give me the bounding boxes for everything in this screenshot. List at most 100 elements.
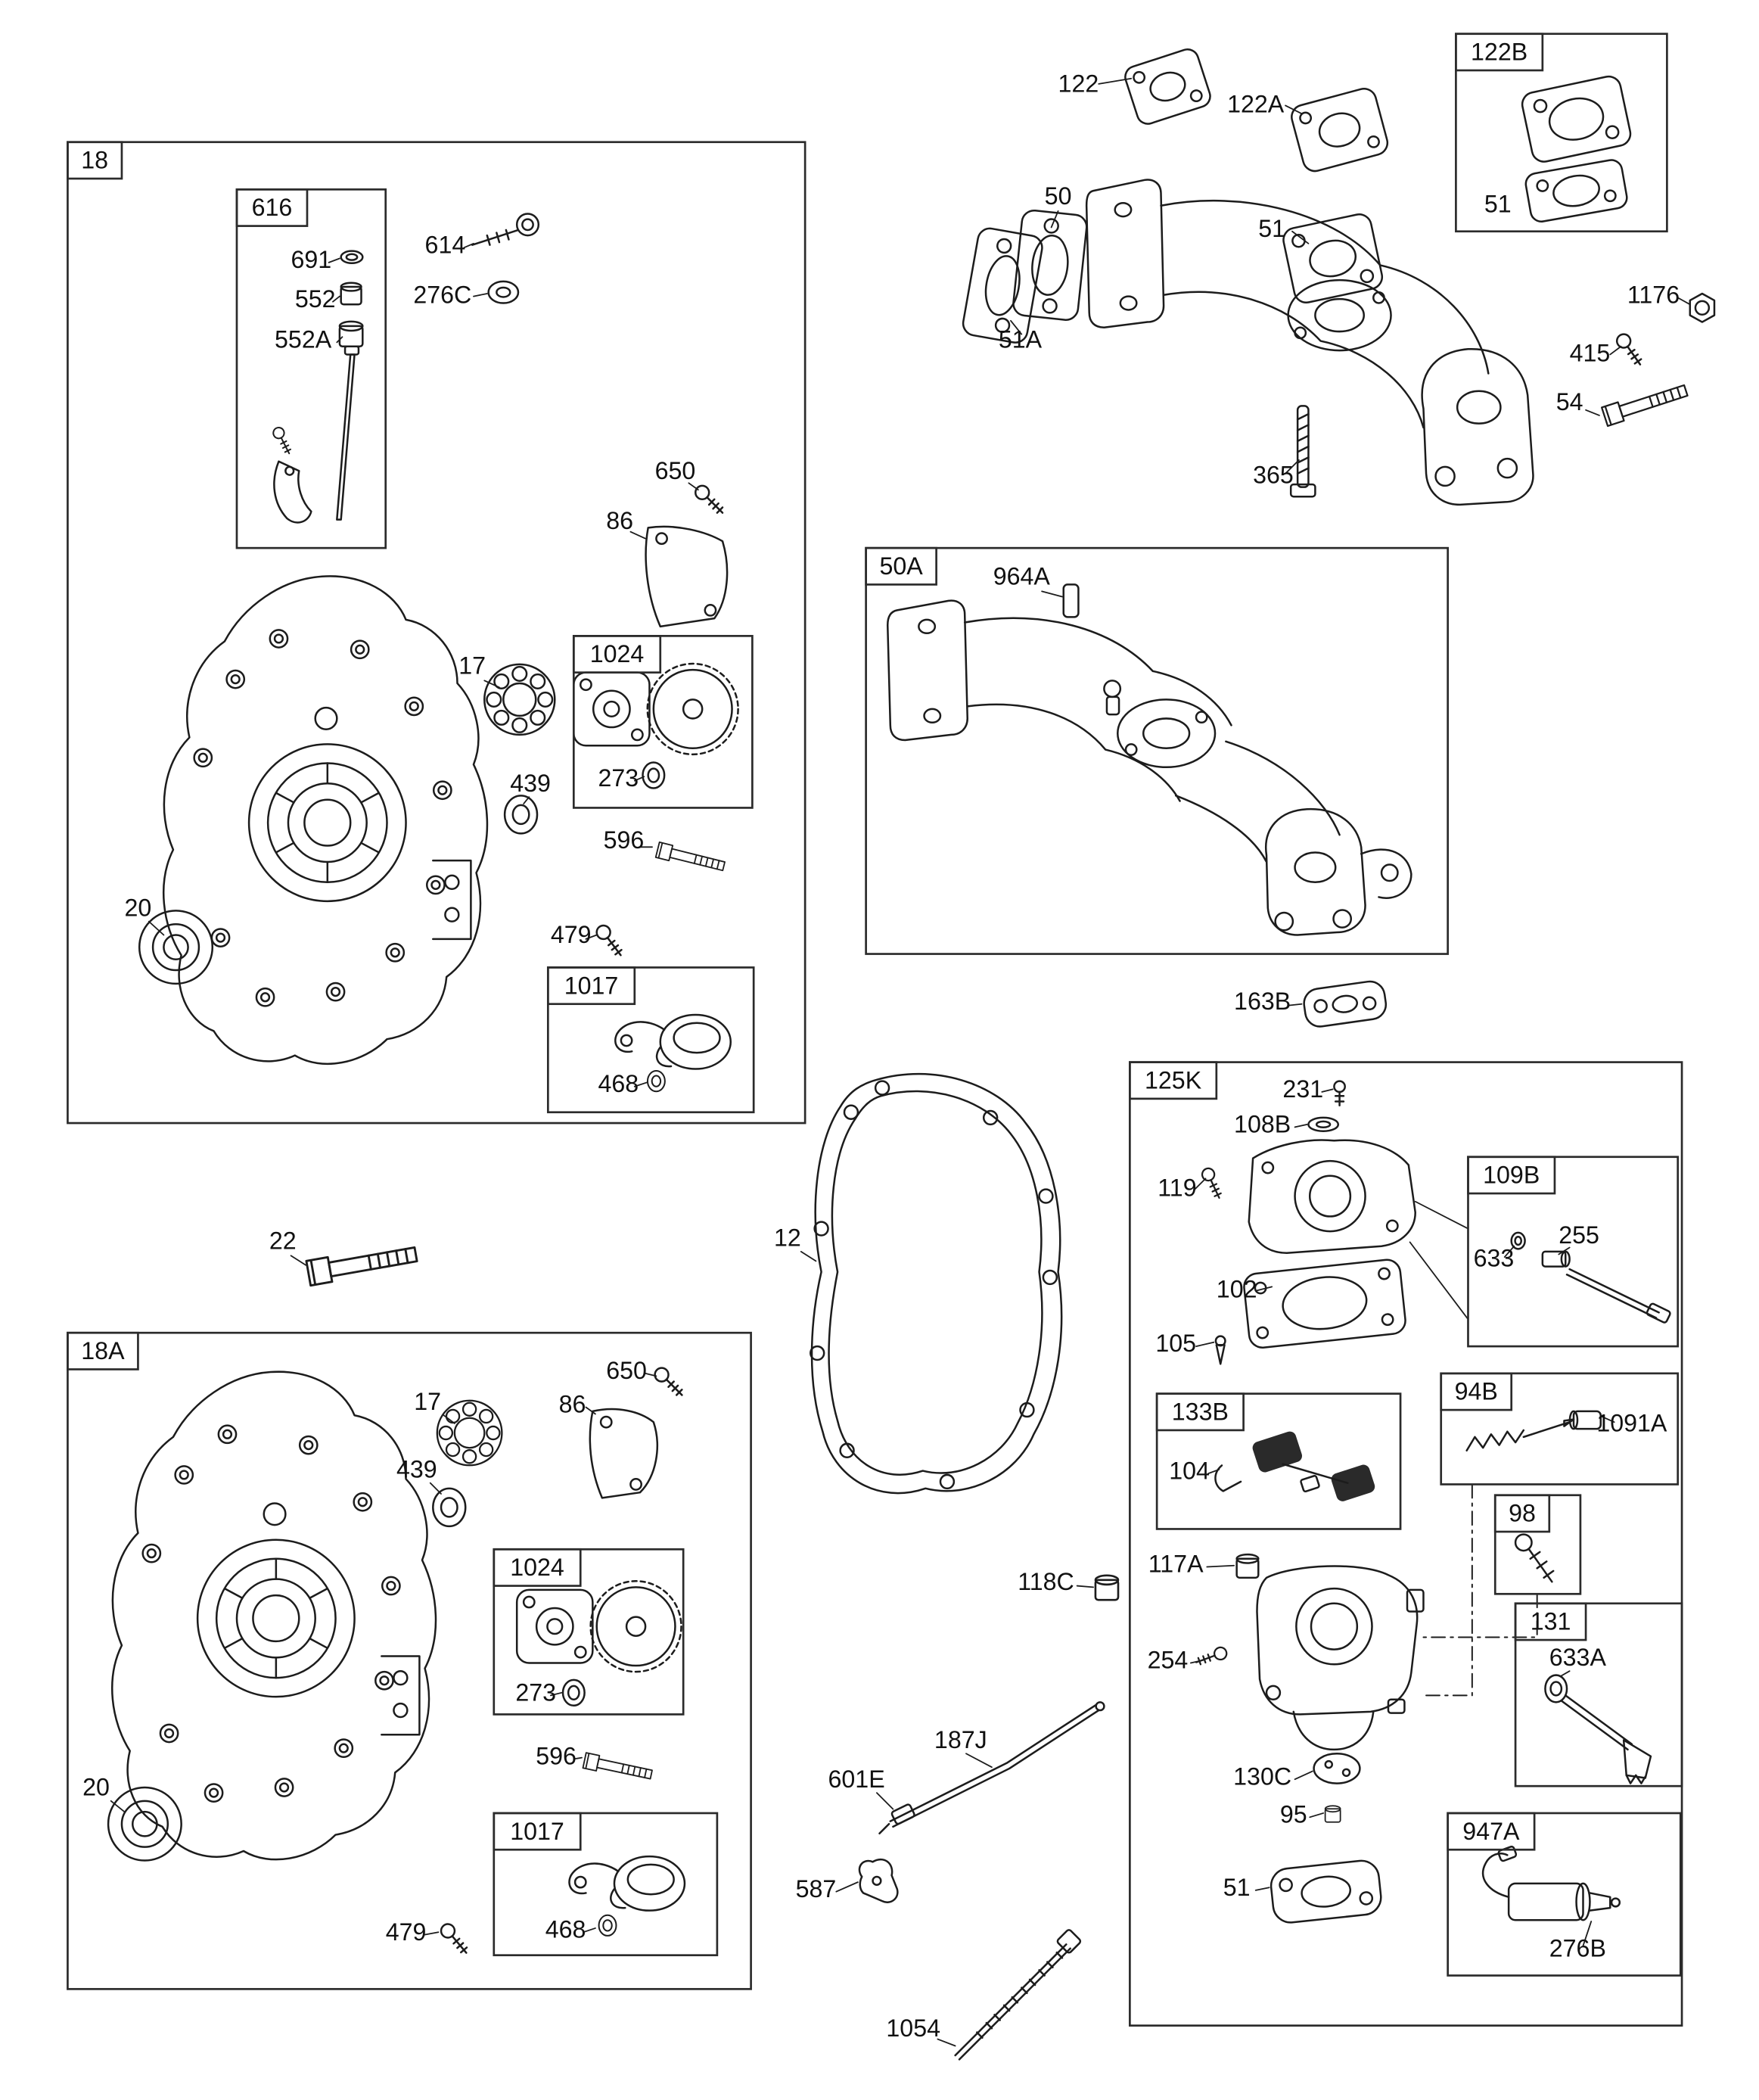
part-callout-118C: 118C xyxy=(1018,1568,1074,1595)
part-callout-691: 691 xyxy=(291,246,331,273)
part-callout-86: 86 xyxy=(606,507,633,534)
part-callout-231: 231 xyxy=(1282,1075,1323,1103)
welch-plug-108b xyxy=(1307,1116,1340,1133)
part-callout-51: 51 xyxy=(1258,215,1285,242)
reference-lines xyxy=(1419,1483,1538,1697)
bolt-596 xyxy=(654,841,727,875)
part-callout-273: 273 xyxy=(598,764,639,792)
choke-assembly-133b xyxy=(1214,1431,1375,1501)
bolt-22 xyxy=(305,1240,419,1287)
screw-479-18a xyxy=(438,1922,470,1954)
washer-439-18a xyxy=(432,1487,467,1528)
group-box-label-18A: 18A xyxy=(81,1337,125,1364)
group-box-label-616: 616 xyxy=(252,194,293,221)
screw-254 xyxy=(1195,1639,1230,1674)
part-callout-365: 365 xyxy=(1253,461,1294,488)
group-box-label-1017: 1017 xyxy=(564,972,619,999)
part-callout-119: 119 xyxy=(1158,1174,1196,1202)
dipstick-assembly-616 xyxy=(267,250,364,524)
plug-118c xyxy=(1094,1574,1120,1601)
part-callout-20: 20 xyxy=(82,1774,110,1801)
screw-479 xyxy=(592,923,626,957)
part-callout-650: 650 xyxy=(606,1357,647,1384)
part-callout-51A: 51A xyxy=(999,326,1043,353)
throttle-shaft-109b xyxy=(1510,1231,1671,1324)
group-box-1024: 1024 xyxy=(572,635,754,809)
part-callout-614: 614 xyxy=(425,231,466,258)
leader-lines xyxy=(110,77,1691,2047)
part-callout-130C: 130C xyxy=(1233,1762,1291,1790)
diagram-art xyxy=(107,48,1716,2061)
part-callout-163B: 163B xyxy=(1234,988,1291,1015)
part-callout-50: 50 xyxy=(1045,182,1072,210)
gasket-51a xyxy=(962,227,1043,344)
part-callout-633A: 633A xyxy=(1549,1644,1607,1671)
labels-layer: 1861610241017122B50A125K109B94B133B98131… xyxy=(67,33,1683,2042)
crankcase-cover-18a xyxy=(111,1370,437,1861)
fuel-solenoid-947a xyxy=(1481,1845,1621,1921)
part-callout-1091A: 1091A xyxy=(1596,1410,1667,1437)
bearing-17 xyxy=(483,663,556,736)
carburetor-lower-body xyxy=(1256,1565,1425,1751)
gasket-102 xyxy=(1243,1258,1406,1349)
part-callout-95: 95 xyxy=(1280,1800,1307,1828)
part-callout-117A: 117A xyxy=(1148,1551,1204,1578)
carburetor-upper-body xyxy=(1248,1139,1469,1321)
cover-plate-86-18a xyxy=(589,1408,658,1499)
part-callout-276C: 276C xyxy=(413,282,471,309)
group-box-98: 98 xyxy=(1493,1494,1582,1595)
oring-468-18a xyxy=(598,1914,617,1937)
washer-439 xyxy=(503,795,539,835)
part-callout-54: 54 xyxy=(1556,388,1583,415)
part-callout-633: 633 xyxy=(1474,1245,1515,1272)
governor-link-187j xyxy=(878,1701,1105,1835)
part-callout-122A: 122A xyxy=(1227,90,1285,117)
oil-pickup-1017 xyxy=(614,1013,732,1070)
part-callout-86: 86 xyxy=(559,1391,586,1418)
part-callout-102: 102 xyxy=(1217,1276,1257,1303)
part-callout-552A: 552A xyxy=(275,326,332,353)
group-box-50A: 50A xyxy=(865,546,1449,955)
group-box-131: 131 xyxy=(1514,1602,1683,1787)
nut-1176 xyxy=(1689,292,1716,323)
group-box-label-94B: 94B xyxy=(1455,1378,1498,1405)
intake-manifold-50a xyxy=(886,583,1412,936)
group-box-label-109B: 109B xyxy=(1483,1162,1540,1189)
part-callout-552: 552 xyxy=(295,285,336,313)
part-callout-254: 254 xyxy=(1148,1647,1189,1674)
oil-pickup-1017-18a xyxy=(568,1855,686,1912)
part-callout-105: 105 xyxy=(1155,1330,1196,1357)
washer-276c xyxy=(487,280,520,304)
link-end-601e xyxy=(890,1803,915,1825)
part-callout-650: 650 xyxy=(655,457,696,484)
group-box-109B: 109B xyxy=(1467,1156,1680,1348)
part-callout-601E: 601E xyxy=(828,1766,885,1793)
bolt-596-18a xyxy=(582,1752,654,1783)
group-box-125K: 125K xyxy=(1129,1061,1683,2027)
spacer-122 xyxy=(1124,48,1211,125)
part-callout-22: 22 xyxy=(269,1227,297,1254)
oring-273-18a xyxy=(561,1678,586,1707)
group-box-18: 18 xyxy=(67,141,806,1125)
part-callout-415: 415 xyxy=(1570,339,1611,366)
group-box-label-18: 18 xyxy=(81,147,108,174)
part-callout-479: 479 xyxy=(551,921,592,948)
part-callout-1176: 1176 xyxy=(1627,282,1680,309)
group-box-label-947A: 947A xyxy=(1462,1818,1520,1845)
throttle-lever-131 xyxy=(1544,1674,1652,1784)
group-box-label-50A: 50A xyxy=(879,552,923,580)
group-box-1017: 1017 xyxy=(546,966,755,1114)
oring-468 xyxy=(646,1070,666,1093)
plug-95 xyxy=(1324,1805,1341,1823)
part-callout-587: 587 xyxy=(796,1875,837,1902)
gasket-50 xyxy=(1012,209,1088,321)
crankcase-cover-18 xyxy=(162,575,489,1066)
group-box-label-98: 98 xyxy=(1509,1500,1536,1527)
group-box-1017: 1017 xyxy=(493,1812,719,1957)
gasket-163b xyxy=(1303,980,1388,1028)
group-box-1024: 1024 xyxy=(493,1548,685,1716)
part-callout-439: 439 xyxy=(510,770,551,797)
part-callout-276B: 276B xyxy=(1549,1934,1606,1962)
group-box-label-131: 131 xyxy=(1531,1608,1571,1635)
